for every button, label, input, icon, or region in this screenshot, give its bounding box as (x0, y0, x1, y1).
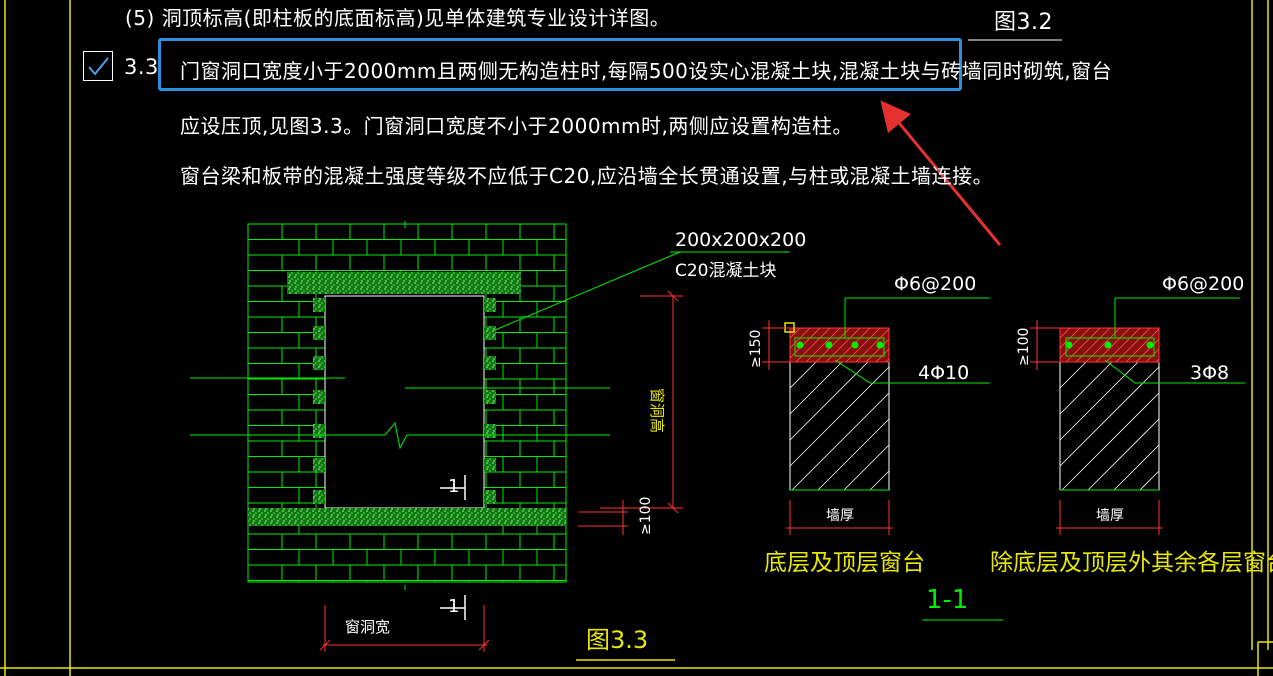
window-width-label: 窗洞宽 (345, 618, 390, 636)
window-height-label: 窗洞高 (648, 388, 666, 433)
section-b-stirrup: Φ6@200 (1162, 273, 1244, 295)
clause-line-1: 门窗洞口宽度小于2000mm且两侧无构造柱时,每隔500设实心混凝土块,混凝土块… (180, 59, 1113, 83)
concrete-block (313, 298, 325, 312)
concrete-block (484, 356, 496, 370)
concrete-block (313, 326, 325, 340)
concrete-block (313, 356, 325, 370)
section-a (762, 297, 990, 535)
figure-3-2-ref: 图3.2 (994, 10, 1053, 35)
sill-band (248, 508, 566, 526)
concrete-blocks (313, 298, 496, 504)
section-a-stirrup: Φ6@200 (894, 273, 976, 295)
concrete-block (313, 490, 325, 504)
section-title: 1-1 (926, 585, 968, 615)
concrete-block (484, 390, 496, 404)
section-a-wall: 墙厚 (826, 508, 854, 524)
concrete-block (484, 326, 496, 340)
clause-line-3: 窗台梁和板带的混凝土强度等级不应低于C20,应沿墙全长贯通设置,与柱或混凝土墙连… (180, 164, 994, 188)
section-b-height: ≥100 (1016, 328, 1032, 366)
highlight-box (158, 38, 962, 91)
window-opening (324, 295, 485, 509)
clause-number: 3.3 (124, 55, 159, 79)
clause-checkbox[interactable] (83, 51, 113, 81)
section-a-bars: 4Φ10 (918, 362, 969, 384)
concrete-block (313, 424, 325, 438)
section-a-height: ≥150 (748, 330, 764, 368)
previous-clause-line: (5) 洞顶标高(即柱板的底面标高)见单体建筑专业设计详图。 (125, 6, 671, 30)
section-b (1030, 297, 1245, 535)
concrete-block (313, 390, 325, 404)
section-b-bars: 3Φ8 (1190, 362, 1229, 384)
section-mark-bottom: 1 (448, 596, 459, 617)
concrete-block (484, 458, 496, 472)
block-size-label: 200x200x200 (675, 229, 806, 251)
annotation-arrow (880, 100, 1002, 246)
section-b-title: 除底层及顶层外其余各层窗台 (990, 550, 1273, 576)
clause-line-2: 应设压顶,见图3.3。门窗洞口宽度不小于2000mm时,两侧应设置构造柱。 (180, 114, 853, 138)
concrete-block (484, 424, 496, 438)
dimension-lines (319, 290, 683, 652)
sill-dim-label: ≥100 (638, 497, 654, 535)
figure-title: 图3.3 (586, 626, 648, 654)
block-material-label: C20混凝土块 (675, 261, 777, 281)
lintel-band (287, 272, 521, 294)
checkmark-icon (88, 57, 109, 76)
section-b-wall: 墙厚 (1096, 508, 1124, 524)
concrete-block (484, 298, 496, 312)
section-a-title: 底层及顶层窗台 (764, 550, 925, 576)
concrete-block (313, 458, 325, 472)
section-mark-top: 1 (448, 476, 459, 497)
concrete-block (484, 490, 496, 504)
